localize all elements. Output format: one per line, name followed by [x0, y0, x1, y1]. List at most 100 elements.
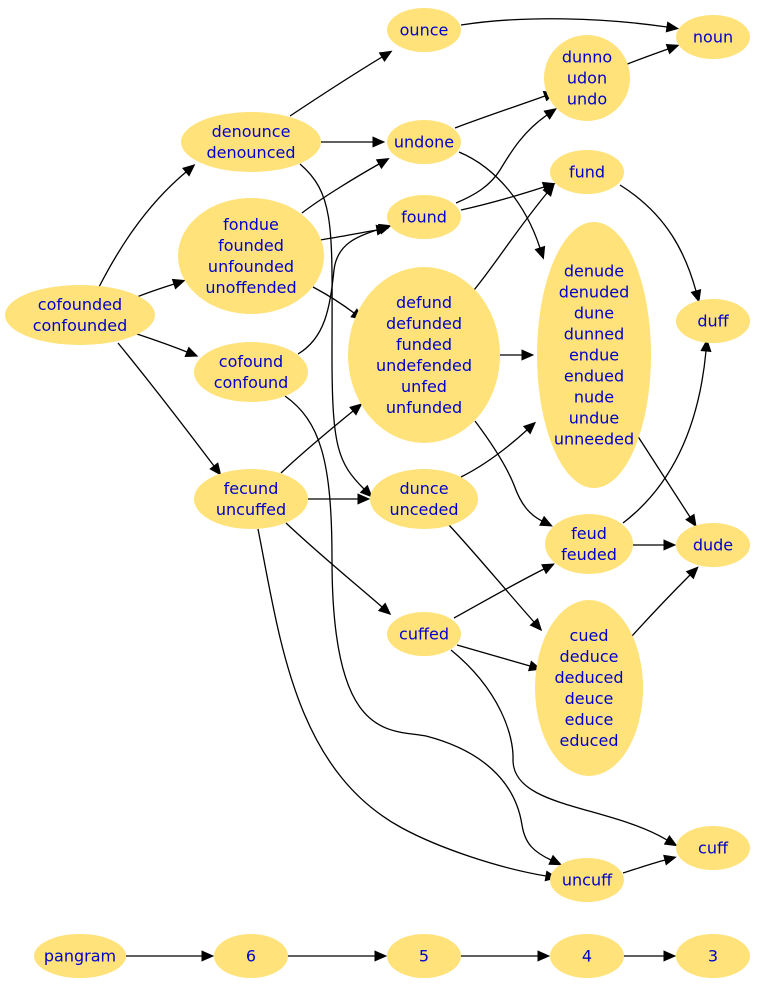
node-label: found — [401, 208, 447, 227]
node-label: uncuff — [562, 871, 613, 890]
arrowhead — [521, 349, 535, 361]
node-label: undone — [394, 133, 454, 152]
node-label: unoffended — [205, 278, 296, 297]
node-label: defunded — [386, 314, 462, 333]
node-label: dunned — [564, 325, 625, 344]
node-label: cofounded — [38, 295, 122, 314]
edge-line — [450, 649, 668, 841]
node-label: denounce — [212, 122, 291, 141]
edge-cofound-found — [297, 223, 392, 355]
edge-fund-duff — [619, 184, 702, 303]
node-undone: undone — [387, 120, 461, 164]
arrowhead — [548, 854, 563, 866]
node-label: noun — [693, 28, 733, 47]
arrowhead — [374, 950, 388, 962]
edge-defund-feud — [474, 420, 553, 527]
node-pangram: pangram — [34, 934, 126, 978]
edge-line — [458, 151, 541, 249]
node-ellipse — [5, 285, 155, 345]
node-ellipse — [348, 267, 500, 443]
edge-denounce-dunce — [299, 163, 373, 498]
node-label: 4 — [582, 947, 592, 966]
arrowhead — [201, 950, 215, 962]
node-ellipse — [34, 934, 126, 978]
node-label: funded — [396, 335, 452, 354]
edge-cofounded-cofound — [136, 333, 199, 358]
edge-line — [98, 171, 187, 288]
node-ounce: ounce — [387, 8, 461, 52]
node-label: 3 — [708, 947, 718, 966]
node-label: defund — [396, 293, 452, 312]
node-label: pangram — [44, 947, 116, 966]
edge-fecund-dunce — [308, 493, 371, 505]
arrowhead — [375, 157, 390, 170]
node-label: deduced — [554, 668, 623, 687]
edge-cuffed-feud — [453, 563, 555, 619]
node-ellipse — [676, 523, 750, 567]
edge-undone-denude — [458, 151, 546, 260]
arrowhead — [372, 136, 386, 148]
edge-denude-dude — [636, 434, 697, 528]
node-label: cofound — [219, 352, 283, 371]
node-label: fecund — [224, 479, 279, 498]
edge-denounce-undone — [321, 136, 386, 148]
edge-denounce-ounce — [289, 50, 393, 117]
edge-line — [448, 524, 535, 623]
node-n5: 5 — [387, 934, 461, 978]
node-label: deuce — [565, 689, 614, 708]
edge-line — [299, 163, 365, 490]
arrowhead — [685, 566, 699, 580]
edge-ounce-noun — [460, 18, 680, 33]
node-ellipse — [194, 342, 308, 402]
node-label: undefended — [376, 356, 472, 375]
node-ellipse — [194, 469, 308, 529]
edge-line — [624, 48, 669, 66]
node-ellipse — [178, 198, 324, 314]
edge-defund-fund — [473, 183, 555, 291]
edge-line — [474, 420, 543, 522]
edge-fecund-cuffed — [285, 522, 392, 616]
node-ellipse — [676, 299, 750, 343]
node-label: endued — [564, 367, 624, 386]
edge-line — [285, 522, 383, 608]
node-dude: dude — [676, 523, 750, 567]
arrowhead — [663, 854, 677, 866]
edge-line — [257, 528, 547, 877]
node-ellipse — [550, 150, 624, 194]
node-cuff: cuff — [676, 826, 750, 870]
node-ellipse — [387, 612, 461, 656]
arrowhead — [171, 278, 186, 290]
edges-layer — [98, 18, 712, 962]
edge-n6-n5 — [288, 950, 388, 962]
node-ellipse — [537, 222, 651, 488]
edge-cuffed-cuff — [450, 649, 678, 847]
node-label: cuffed — [399, 625, 449, 644]
node-ellipse — [676, 934, 750, 978]
edge-dunce-denude — [460, 421, 537, 478]
node-ellipse — [214, 934, 288, 978]
edge-undone-dunno — [454, 90, 557, 129]
node-ellipse — [676, 826, 750, 870]
edge-line — [460, 18, 668, 28]
node-label: unfed — [401, 377, 447, 396]
node-noun: noun — [676, 15, 750, 59]
node-defund: defund defunded funded undefended unfed unfun… — [348, 267, 500, 443]
arrowhead — [377, 602, 392, 616]
arrowhead — [209, 462, 222, 476]
arrowhead — [534, 245, 546, 260]
edge-line — [619, 184, 697, 292]
node-label: dunno — [562, 48, 612, 67]
edge-dunce-cued — [448, 524, 543, 632]
node-label: udon — [567, 69, 607, 88]
edge-line — [312, 286, 355, 314]
node-ellipse — [545, 514, 633, 574]
node-label: confound — [214, 373, 289, 392]
node-ellipse — [387, 195, 461, 239]
edge-found-fund — [460, 181, 556, 211]
edge-line — [136, 283, 175, 298]
node-label: unfunded — [386, 398, 462, 417]
